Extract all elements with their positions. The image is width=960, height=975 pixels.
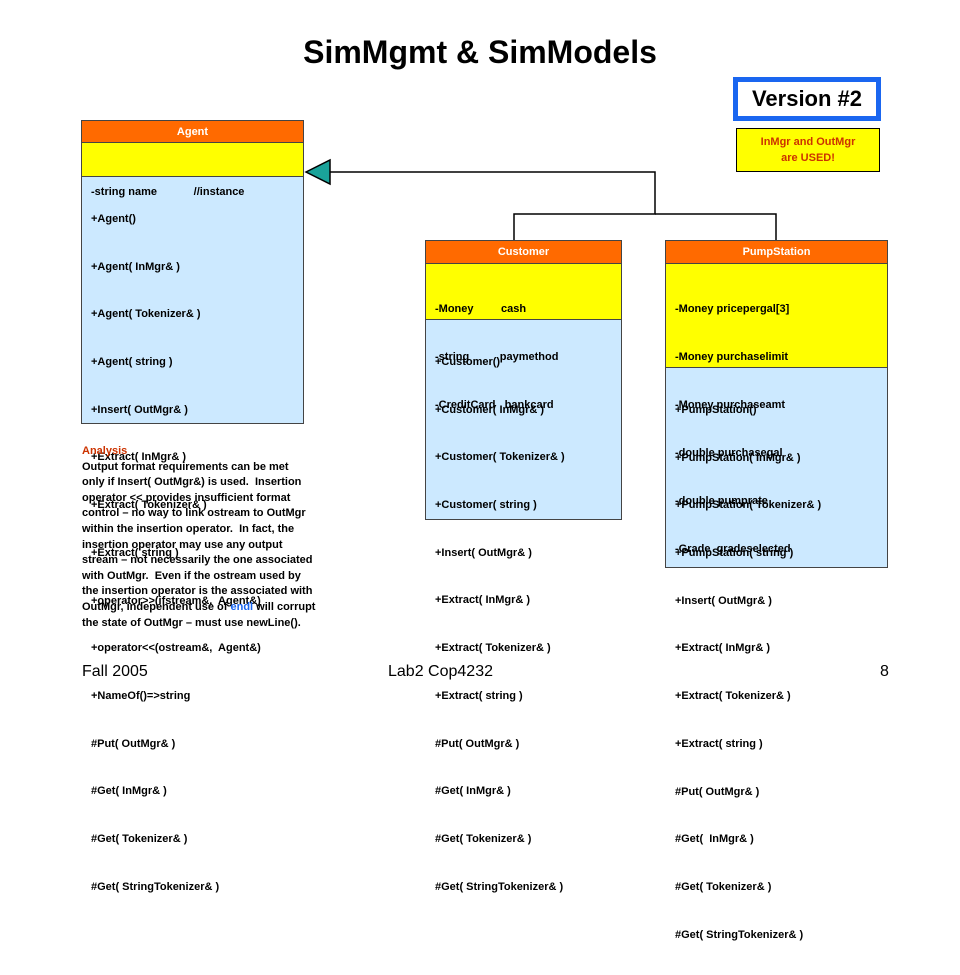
attribute: -CreditCard bankcard [435,399,554,411]
class-agent-name: Agent [81,120,304,143]
method: #Get( Tokenizer& ) [91,833,188,846]
method: +Insert( OutMgr& ) [435,546,532,559]
method: #Get( StringTokenizer& ) [435,880,564,893]
class-customer: Customer -Money cash -string paymethod -… [425,240,622,893]
method: +Extract( Tokenizer& ) [91,499,207,512]
class-customer-attributes: -Money cash -string paymethod -CreditCar… [425,264,622,411]
method: +Agent( Tokenizer& ) [91,308,201,321]
class-agent-methods: +Agent() +Agent( InMgr& ) +Agent( Tokeni… [81,177,304,893]
method: #Get( StringTokenizer& ) [91,880,220,893]
class-customer-name: Customer [425,240,622,264]
method: #Get( Tokenizer& ) [675,881,772,893]
method: #Get( Tokenizer& ) [435,833,532,845]
footer-page-number: 8 [880,663,889,680]
usage-note-line-2: are USED! [781,152,835,164]
analysis-title: Analysis [82,445,128,457]
class-agent-attributes: -string name //instance [81,143,304,198]
attribute: -Money purchaseamt [675,399,786,411]
page-title: SimMgmt & SimModels [303,34,657,70]
method: +Customer( InMgr& ) [435,403,545,416]
method: +Extract( InMgr& ) [91,451,187,464]
usage-note: InMgr and OutMgr are USED! [736,128,880,172]
class-pumpstation: PumpStation -Money pricepergal[3] -Money… [665,240,888,941]
analysis-text: Output format requirements can be met on… [82,460,313,613]
method: +Extract( InMgr& ) [435,594,531,607]
method: +operator>>(ifstream&, Agent&) [91,594,261,607]
method: +operator<<(ostream&, Agent&) [91,642,261,655]
method: +Agent( InMgr& ) [91,260,180,273]
attribute: -double pumprate [675,495,768,507]
method: +Customer( string ) [435,498,537,511]
method: +PumpStation( InMgr& ) [675,451,801,464]
method: #Get( InMgr& ) [91,785,167,798]
method: #Put( OutMgr& ) [675,785,760,798]
method: +Extract( string ) [675,737,763,750]
customer-inheritance-line [330,171,656,240]
method: +Extract( string ) [91,546,179,559]
inheritance-connectors [304,158,777,240]
method: +PumpStation( Tokenizer& ) [675,499,822,512]
attribute: -Grade gradeselected [675,543,791,555]
pumpstation-inheritance-line [655,213,777,240]
method: +PumpStation( string ) [675,546,794,559]
footer-date: Fall 2005 [82,663,148,680]
method: +Extract( Tokenizer& ) [435,642,551,655]
class-pumpstation-name: PumpStation [665,240,888,264]
method: +Extract( InMgr& ) [675,642,771,655]
class-agent: Agent -string name //instance +Agent() +… [81,120,304,893]
method: #Get( InMgr& ) [435,785,511,798]
class-pumpstation-attributes: -Money pricepergal[3] -Money purchaselim… [665,264,888,555]
analysis-text-end: will corrupt the state of OutMgr – must … [82,600,316,629]
method: #Get( StringTokenizer& ) [675,928,804,941]
attribute: -Money pricepergal[3] [675,303,790,315]
method: #Get( InMgr& ) [675,833,754,846]
method: +Agent() [91,212,136,225]
method: +Extract( string ) [435,689,523,702]
generalization-arrowhead-icon [304,158,331,186]
attribute: -Money cash [435,303,527,315]
method: +Customer( Tokenizer& ) [435,451,565,464]
method: #Put( OutMgr& ) [435,737,520,750]
attribute: -Money purchaselimit [675,351,789,363]
footer-course: Lab2 Cop4232 [388,663,493,680]
method: +Customer() [435,355,501,368]
method: +Insert( OutMgr& ) [91,403,188,416]
version-badge: Version #2 [733,77,881,121]
method: +Insert( OutMgr& ) [675,594,772,607]
method: +PumpStation() [675,403,757,416]
attribute: -double purchasegal [675,447,783,459]
attribute: -string paymethod [435,351,559,363]
usage-note-line-1: InMgr and OutMgr [760,136,856,148]
method: +NameOf()=>string [91,690,191,702]
method: #Put( OutMgr& ) [91,737,176,750]
method: +Extract( Tokenizer& ) [675,690,791,703]
method: +Agent( string ) [91,355,173,368]
analysis-endl-keyword: endl [230,600,254,613]
